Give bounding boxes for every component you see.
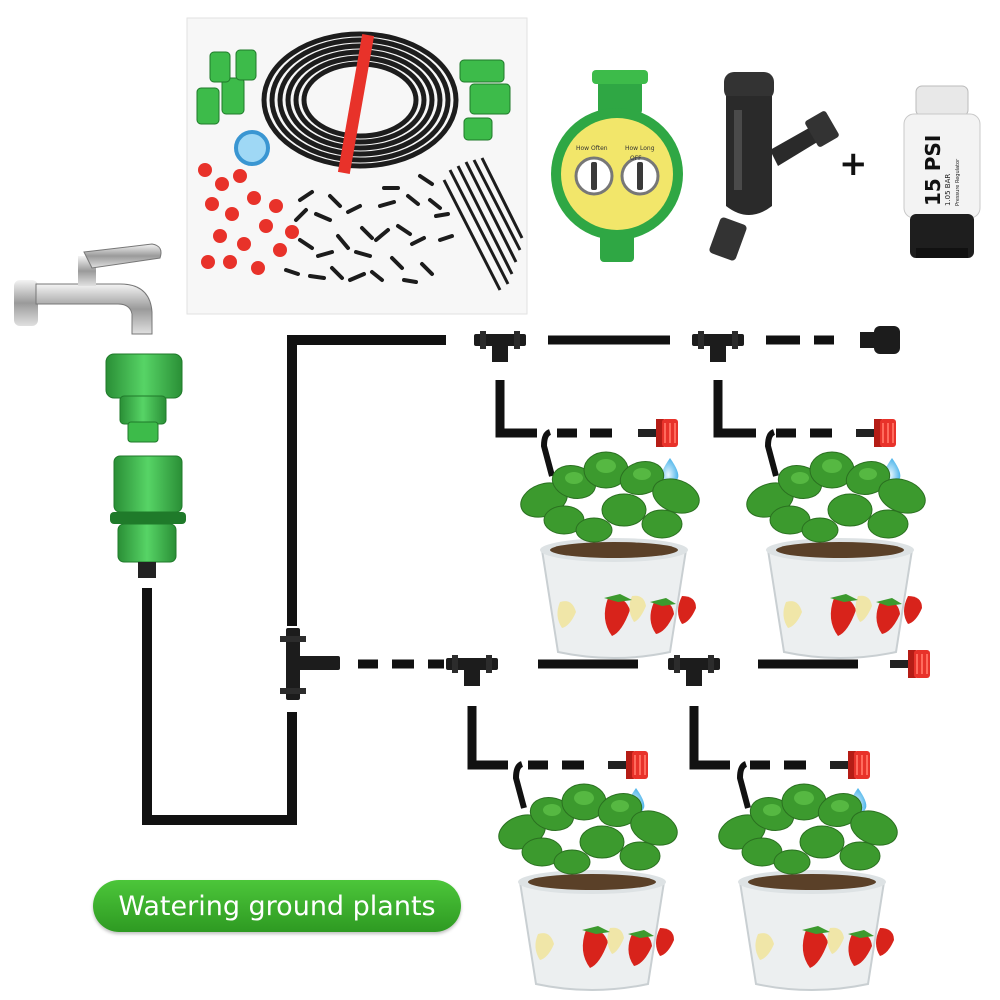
red-dripper-icon <box>608 751 648 779</box>
kit-red-drippers <box>198 163 299 275</box>
timer-left-label: How Often <box>576 145 608 152</box>
teflon-tape <box>234 130 270 166</box>
red-dripper-icon <box>856 419 896 447</box>
kit-stakes <box>442 157 524 291</box>
red-dripper-icon <box>830 751 870 779</box>
faucet-icon <box>14 243 162 335</box>
water-timer <box>551 70 683 262</box>
timer-right-label: How Long <box>625 145 655 152</box>
hose-coil <box>261 31 459 169</box>
y-filter <box>709 72 839 261</box>
regulator-bar-label: 1.05 BAR <box>944 174 952 206</box>
red-dripper-icon <box>890 650 930 678</box>
strawberry-pot-icon <box>514 451 706 659</box>
tap-adapter-icon <box>105 353 183 443</box>
kit-green-connectors <box>196 49 511 141</box>
drip-stake <box>512 429 779 809</box>
tee-connector-icon <box>446 655 498 686</box>
timer-off-label: OFF <box>630 155 642 162</box>
strawberry-pot-icon <box>492 783 684 991</box>
hose-tie <box>337 34 375 174</box>
strawberry-pot-icon <box>740 451 932 659</box>
plus-sign: + <box>839 144 868 184</box>
tee-connector-icon <box>692 331 744 362</box>
strawberry-pot-icon <box>712 783 904 991</box>
tee-connector-icon <box>668 655 720 686</box>
main-pipe <box>142 335 446 825</box>
tee-connector-icon <box>474 331 526 362</box>
regulator-psi-label: 15 PSI <box>921 135 945 206</box>
end-plug-icon <box>860 326 900 354</box>
kit-black-connectors <box>284 174 454 284</box>
red-dripper-icon <box>638 419 678 447</box>
lower-branch-pipe <box>358 659 858 770</box>
quick-connector-icon <box>110 455 186 578</box>
cross-tee-connector-icon <box>280 628 340 700</box>
caption-text: Watering ground plants <box>118 890 436 922</box>
pressure-regulator <box>903 85 981 258</box>
upper-branch-pipe <box>495 335 834 438</box>
regulator-sub-label: Pressure Regulator <box>955 158 961 206</box>
product-kit-photo <box>186 17 528 315</box>
caption-badge: Watering ground plants <box>93 880 461 932</box>
